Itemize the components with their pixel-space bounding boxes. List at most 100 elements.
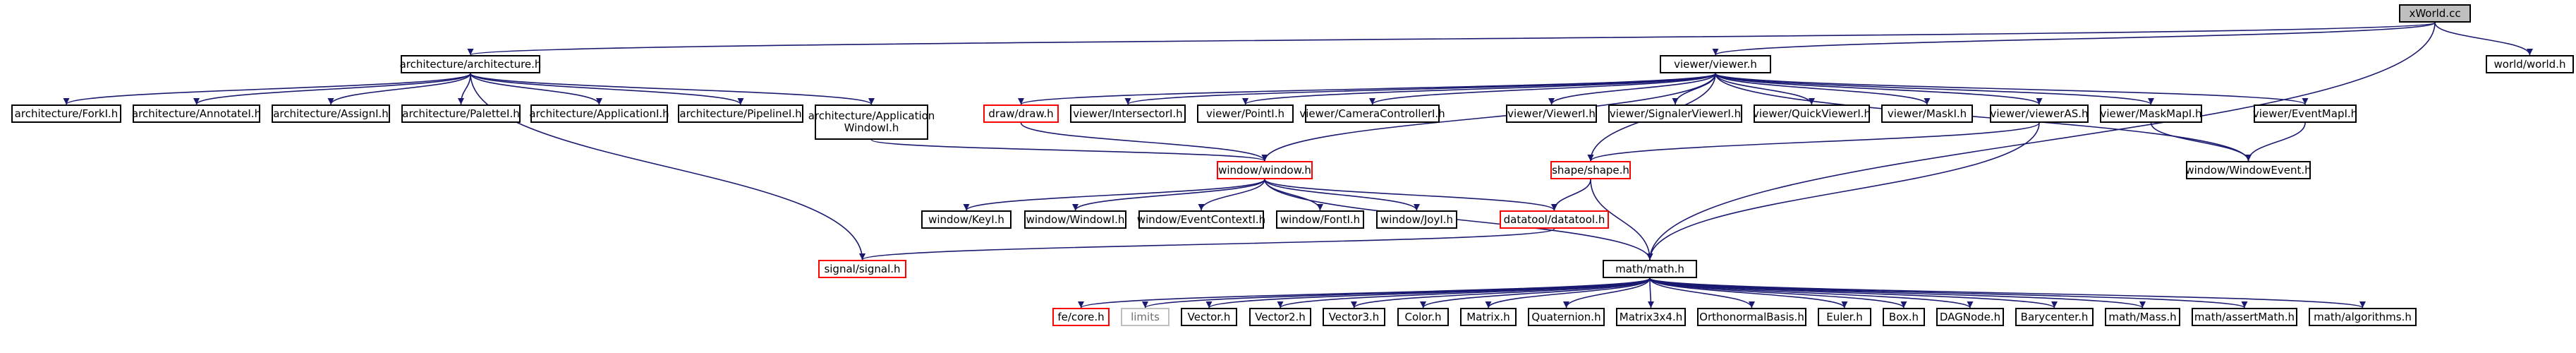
edge-draw-to-window — [1020, 122, 1268, 162]
edge-viewer-to-viewerI — [1548, 73, 1716, 105]
edge-viewer-to-cameraControllerI — [1369, 73, 1716, 105]
node-label: window/WindowEvent.h — [2185, 163, 2311, 176]
node-label: Quaternion.h — [1531, 310, 1601, 323]
node-keyI[interactable]: window/KeyI.h — [921, 210, 1011, 229]
node-intersectorI[interactable]: viewer/IntersectorI.h — [1070, 104, 1186, 123]
node-joyI[interactable]: window/JoyI.h — [1376, 210, 1457, 229]
edge-viewer-to-windowEvent — [1715, 73, 2252, 162]
node-windowEvent[interactable]: window/WindowEvent.h — [2185, 161, 2311, 179]
node-label: window/KeyI.h — [928, 213, 1004, 226]
edge-viewerAS-to-shape — [1587, 122, 2040, 162]
node-maskI[interactable]: viewer/MaskI.h — [1881, 104, 1973, 123]
node-viewerAS[interactable]: viewer/viewerAS.h — [1990, 104, 2089, 123]
node-maskMapI[interactable]: viewer/MaskMapI.h — [2100, 104, 2202, 123]
node-architecture[interactable]: architecture/architecture.h — [400, 55, 541, 73]
node-pointI[interactable]: viewer/PointI.h — [1197, 104, 1294, 123]
node-quaternion[interactable]: Quaternion.h — [1528, 308, 1605, 326]
node-matrix3x4[interactable]: Matrix3x4.h — [1616, 308, 1686, 326]
node-label: math/math.h — [1615, 262, 1684, 275]
node-forkI[interactable]: architecture/ForkI.h — [11, 104, 121, 123]
node-label: fe/core.h — [1057, 310, 1105, 323]
edge-datatool-to-signal — [859, 228, 1555, 261]
node-label: shape/shape.h — [1552, 163, 1629, 176]
node-vector3[interactable]: Vector3.h — [1323, 308, 1385, 326]
node-matrix[interactable]: Matrix.h — [1460, 308, 1517, 326]
node-eventMapI[interactable]: viewer/EventMapI.h — [2253, 104, 2357, 123]
node-label: architecture/PipelineI.h — [679, 107, 802, 120]
edge-maskMapI-to-windowEvent — [2150, 122, 2252, 162]
edge-window-to-datatool — [1264, 179, 1557, 211]
edge-xworld-to-viewer — [1712, 22, 2436, 56]
node-label: world/world.h — [2493, 57, 2566, 71]
node-label: architecture/AnnotateI.h — [131, 107, 262, 120]
node-viewerI[interactable]: viewer/ViewerI.h — [1506, 104, 1597, 123]
node-vector2[interactable]: Vector2.h — [1249, 308, 1311, 326]
node-quickViewerI[interactable]: viewer/QuickViewerI.h — [1753, 104, 1871, 123]
node-label: xWorld.cc — [2409, 6, 2461, 20]
edge-math-to-dagnode — [1649, 277, 1974, 309]
edge-viewer-to-intersectorI — [1124, 73, 1716, 105]
node-euler[interactable]: Euler.h — [1818, 308, 1871, 326]
node-label: limits — [1131, 310, 1160, 323]
edge-architecture-to-signal — [470, 73, 865, 261]
node-datatool[interactable]: datatool/datatool.h — [1500, 210, 1609, 229]
node-annotateI[interactable]: architecture/AnnotateI.h — [131, 104, 262, 123]
node-barycenter[interactable]: Barycenter.h — [2015, 308, 2094, 326]
node-label: Matrix3x4.h — [1619, 310, 1683, 323]
node-draw[interactable]: draw/draw.h — [983, 104, 1059, 123]
node-orthonormal[interactable]: OrthonormalBasis.h — [1697, 308, 1806, 326]
node-fecore[interactable]: fe/core.h — [1052, 308, 1110, 326]
edge-viewerAS-to-math — [1646, 122, 2040, 261]
node-label: datatool/datatool.h — [1503, 213, 1605, 226]
node-paletteI[interactable]: architecture/PaletteI.h — [401, 104, 521, 123]
node-viewer[interactable]: viewer/viewer.h — [1660, 55, 1771, 73]
node-fontI[interactable]: window/FontI.h — [1276, 210, 1364, 229]
node-shape[interactable]: shape/shape.h — [1550, 161, 1631, 179]
node-window[interactable]: window/window.h — [1217, 161, 1313, 179]
node-appWindowI[interactable]: architecture/Application WindowI.h — [808, 104, 935, 140]
node-label: signal/signal.h — [824, 262, 901, 275]
edge-math-to-algorithms — [1649, 277, 2366, 309]
node-label: Barycenter.h — [2020, 310, 2089, 323]
node-label: Matrix.h — [1466, 310, 1510, 323]
node-box[interactable]: Box.h — [1883, 308, 1925, 326]
node-assertMath[interactable]: math/assertMath.h — [2192, 308, 2297, 326]
node-color[interactable]: Color.h — [1397, 308, 1449, 326]
edge-window-to-keyI — [963, 179, 1265, 211]
node-signal[interactable]: signal/signal.h — [818, 260, 906, 278]
edge-math-to-vector3 — [1351, 277, 1651, 309]
edge-architecture-to-assignI — [327, 73, 471, 105]
node-xworld[interactable]: xWorld.cc — [2399, 4, 2471, 23]
node-label: window/JoyI.h — [1380, 213, 1454, 226]
node-label: Vector2.h — [1255, 310, 1306, 323]
node-dagnode[interactable]: DAGNode.h — [1936, 308, 2004, 326]
node-label: viewer/viewerAS.h — [1990, 107, 2089, 120]
node-signalerViewerI[interactable]: viewer/SignalerViewerI.h — [1608, 104, 1742, 123]
node-pipelineI[interactable]: architecture/PipelineI.h — [678, 104, 803, 123]
node-label: viewer/viewer.h — [1674, 57, 1757, 71]
node-applicationI[interactable]: architecture/ApplicationI.h — [529, 104, 669, 123]
node-math[interactable]: math/math.h — [1603, 260, 1697, 278]
edge-architecture-to-annotateI — [193, 73, 471, 105]
edge-window-to-windowI — [1072, 179, 1265, 211]
node-algorithms[interactable]: math/algorithms.h — [2309, 308, 2417, 326]
edge-architecture-to-pipelineI — [470, 73, 744, 105]
edge-appWindowI-to-window — [870, 139, 1268, 162]
node-label: viewer/PointI.h — [1206, 107, 1284, 120]
edge-shape-to-datatool — [1551, 179, 1591, 211]
node-limits: limits — [1121, 308, 1169, 326]
edge-xworld-to-world — [2434, 22, 2533, 56]
node-cameraControllerI[interactable]: viewer/CameraControllerI.h — [1299, 104, 1445, 123]
node-world[interactable]: world/world.h — [2486, 55, 2574, 73]
edge-math-to-vector2 — [1277, 277, 1651, 309]
node-assignI[interactable]: architecture/AssignI.h — [272, 104, 390, 123]
node-windowI[interactable]: window/WindowI.h — [1024, 210, 1126, 229]
node-label: viewer/SignalerViewerI.h — [1609, 107, 1742, 120]
node-vector[interactable]: Vector.h — [1181, 308, 1237, 326]
node-label: Vector3.h — [1328, 310, 1380, 323]
node-mass[interactable]: math/Mass.h — [2105, 308, 2180, 326]
edge-viewer-to-draw — [1018, 73, 1716, 105]
edge-architecture-to-appWindowI — [470, 73, 875, 105]
node-eventContextI[interactable]: window/EventContextI.h — [1136, 210, 1266, 229]
node-label: window/EventContextI.h — [1136, 213, 1266, 226]
